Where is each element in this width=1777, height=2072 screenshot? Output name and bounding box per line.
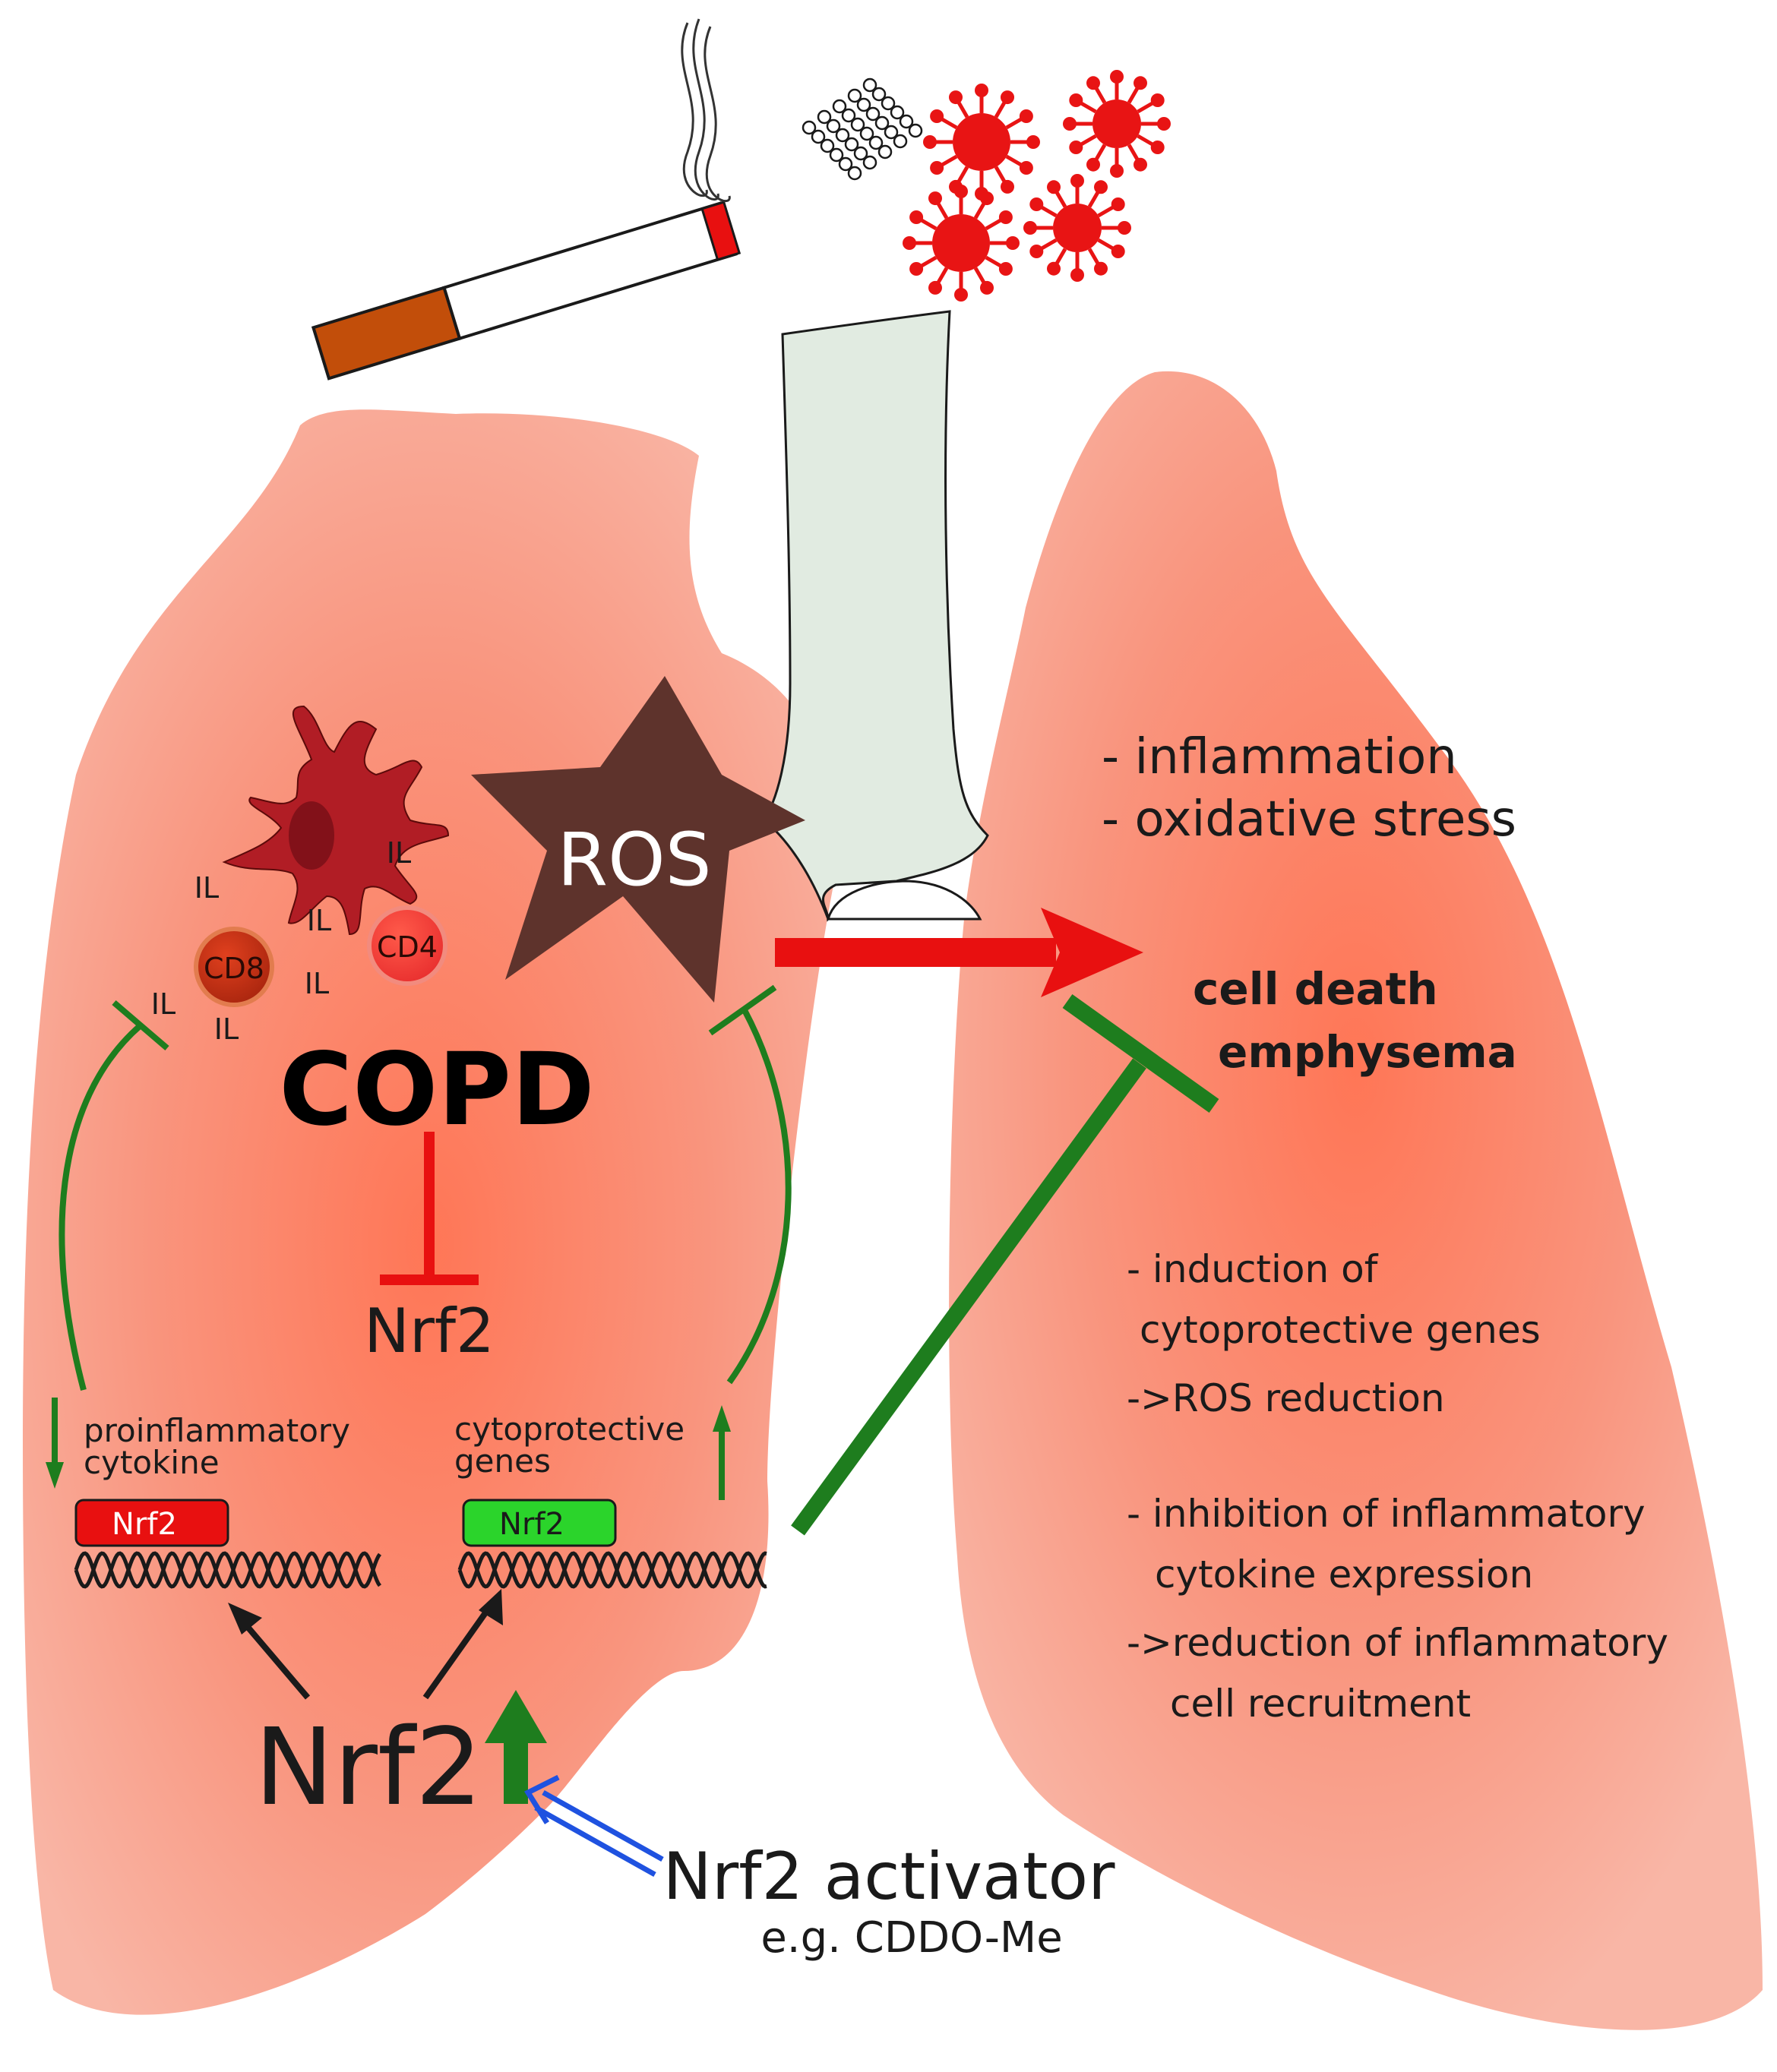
nrf2-box-green-label: Nrf2 [499, 1507, 564, 1542]
particle [877, 144, 893, 160]
particle [847, 88, 862, 103]
dendritic-cell-icon [222, 705, 450, 936]
mechanism-item: cytokine expression [1155, 1552, 1533, 1597]
proinflammatory-caption: cytokine [84, 1444, 220, 1481]
particle [890, 105, 905, 120]
copd-label: COPD [279, 1031, 594, 1148]
ros-to-cell-death-arrow [775, 908, 1143, 997]
cd8-cell: CD8 [194, 927, 274, 1007]
mechanism-item: - induction of [1127, 1247, 1379, 1291]
cytoprotective-caption: genes [454, 1442, 551, 1480]
particle [862, 77, 877, 93]
outcome-label: emphysema [1218, 1026, 1517, 1078]
particle [868, 135, 884, 150]
particle [826, 118, 841, 134]
particle [884, 125, 899, 140]
virus [923, 84, 1040, 201]
ros-label: ROS [557, 817, 711, 902]
particle [802, 120, 817, 135]
dna-helix-icon [457, 1551, 767, 1589]
activator-label: Nrf2 activator [663, 1839, 1116, 1915]
particle [899, 114, 914, 129]
nrf2-binding-arrows [228, 1589, 503, 1700]
cd8-label: CD8 [204, 952, 264, 985]
effect-item: - inflammation [1102, 729, 1457, 785]
nrf2-inhibits-cell-death [791, 994, 1219, 1536]
nrf2-box-red-label: Nrf2 [112, 1507, 177, 1542]
nrf2-box-green: Nrf2 [462, 1499, 617, 1547]
particle [829, 147, 844, 163]
particle [811, 129, 826, 144]
virus [1063, 70, 1171, 178]
virus [903, 185, 1020, 302]
activator-example-label: e.g. CDDO-Me [760, 1913, 1062, 1963]
mechanism-item: ->reduction of inflammatory [1127, 1621, 1668, 1665]
particle [865, 106, 881, 122]
particle [853, 146, 868, 161]
effect-item: - oxidative stress [1102, 791, 1516, 848]
particle [871, 87, 887, 102]
nrf2-inhibited-label: Nrf2 [364, 1296, 495, 1366]
cytoprotective-caption: cytoprotective [454, 1410, 685, 1448]
particle [820, 138, 835, 153]
particle [859, 126, 874, 141]
il-label: IL [305, 967, 329, 1000]
particle [841, 108, 856, 123]
cigarette-icon [311, 201, 741, 381]
particles-icon [802, 77, 923, 181]
particle [835, 128, 850, 143]
mechanism-item: - inhibition of inflammatory [1127, 1492, 1646, 1536]
dna-helix-icon [74, 1551, 382, 1589]
smoke-icon [681, 18, 731, 203]
trachea-fork-gap [827, 880, 982, 921]
copd-inhibition-bar [380, 1132, 479, 1285]
cd4-cell: CD4 [367, 905, 447, 986]
mechanism-item: cytoprotective genes [1140, 1308, 1541, 1352]
il-labels: IL IL IL IL IL IL [151, 836, 411, 1046]
activator-arrow [523, 1774, 664, 1878]
right-inhibition-loop [708, 984, 792, 1385]
virus [1023, 174, 1131, 282]
proinflammatory-caption: proinflammatory [84, 1412, 350, 1449]
il-label: IL [307, 904, 331, 937]
particle [847, 166, 862, 181]
il-label: IL [387, 836, 411, 870]
mechanism-item: ->ROS reduction [1127, 1376, 1445, 1420]
cd4-label: CD4 [377, 930, 438, 964]
particle [850, 117, 865, 132]
particle [838, 156, 853, 172]
particle [881, 96, 896, 111]
virus-icon [903, 70, 1171, 302]
ros-star-icon [471, 676, 805, 1003]
particle [832, 99, 847, 114]
right-lung [949, 371, 1763, 2030]
nrf2-box-red: Nrf2 [74, 1499, 229, 1547]
outcome-label: cell death [1193, 963, 1438, 1015]
il-label: IL [194, 871, 219, 905]
nrf2-main-label: Nrf2 [255, 1706, 483, 1830]
right-up-arrow [713, 1405, 731, 1500]
mechanism-item: cell recruitment [1170, 1682, 1471, 1726]
left-down-arrow [46, 1398, 64, 1489]
particle [856, 97, 871, 112]
particle [908, 123, 923, 138]
particle [893, 134, 908, 149]
particle [817, 109, 832, 125]
particle [844, 137, 859, 152]
il-label: IL [214, 1012, 239, 1046]
particle [862, 155, 877, 170]
particle [874, 115, 890, 131]
nrf2-increase-arrow [485, 1690, 547, 1804]
il-label: IL [151, 987, 175, 1021]
left-inhibition-loop [58, 1000, 169, 1391]
trachea [761, 310, 989, 922]
